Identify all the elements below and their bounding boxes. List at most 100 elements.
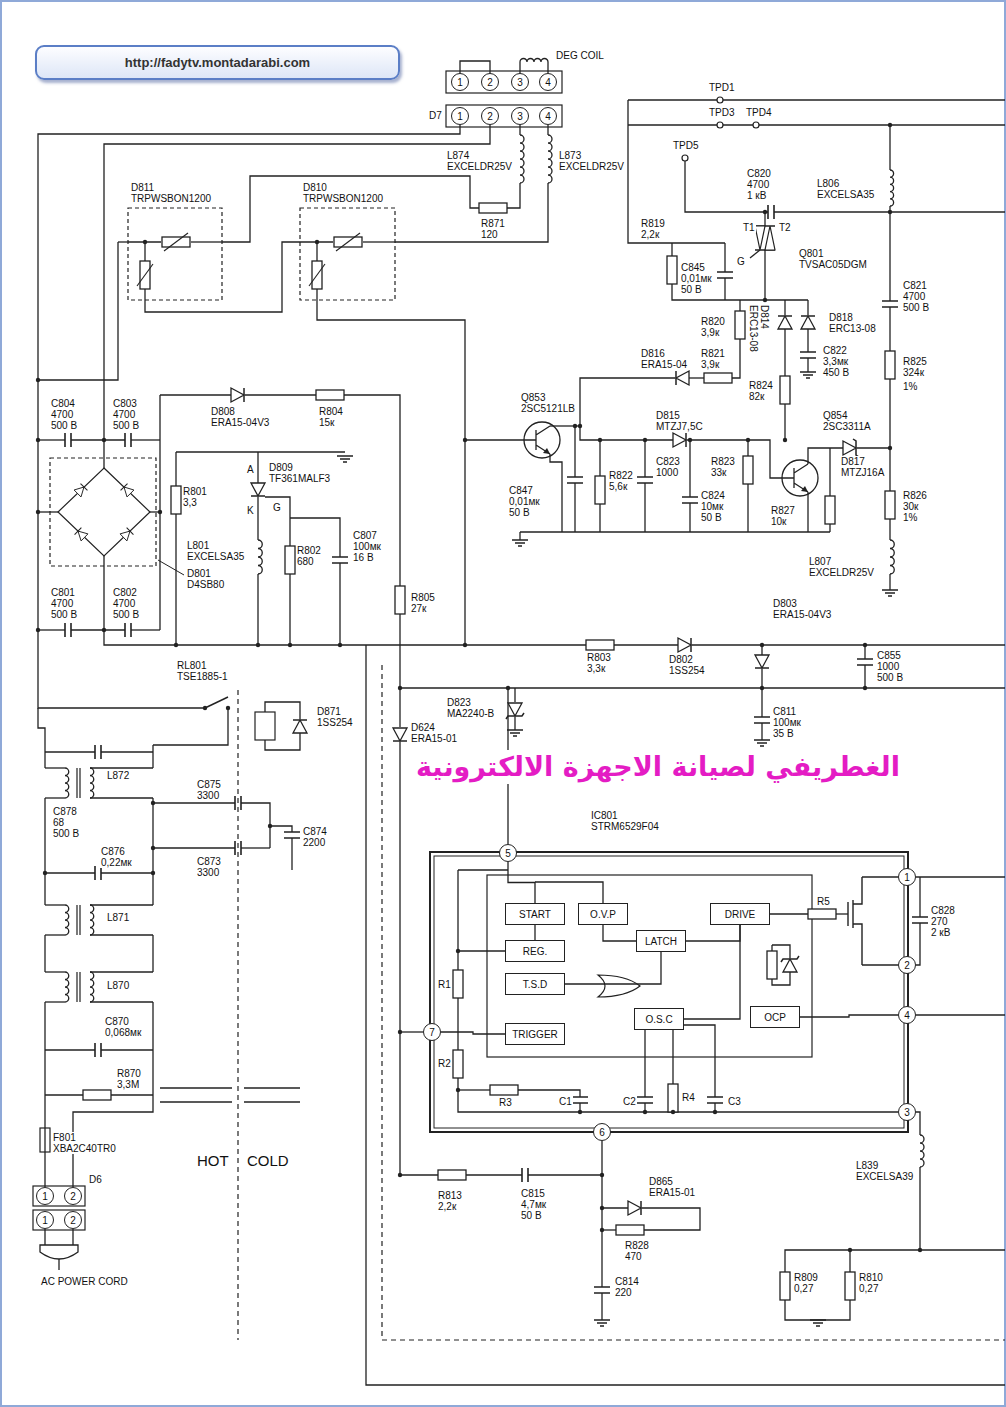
part-label: T2 <box>778 222 792 233</box>
wire <box>747 440 748 456</box>
wire <box>45 934 65 935</box>
wire <box>38 439 65 440</box>
wire <box>44 1128 45 1152</box>
junction-dot <box>338 643 342 647</box>
node-text: http://fadytv.montadarabi.com <box>125 55 310 70</box>
diode-symbol <box>843 439 859 457</box>
part-label: D7 <box>428 110 443 121</box>
part-label: R824 <box>748 380 774 391</box>
part-label: R803 <box>586 652 612 663</box>
junction-dot <box>643 438 647 442</box>
wire <box>344 395 400 586</box>
part-label: 68 <box>52 817 65 828</box>
resistor-symbol <box>668 1084 678 1112</box>
wire <box>399 614 400 727</box>
part-label: EXCELDR25V <box>808 567 875 578</box>
wire <box>689 440 690 497</box>
part-label: 500 В <box>50 609 78 620</box>
diode-symbol <box>293 720 307 733</box>
wire <box>599 440 600 476</box>
wire <box>73 1002 153 1187</box>
junction-dot <box>256 643 260 647</box>
wire <box>601 1208 602 1287</box>
wire <box>152 798 153 905</box>
diode-bar <box>243 388 245 402</box>
capacitor-symbol <box>65 433 71 447</box>
wire <box>58 1259 59 1270</box>
coil-symbol <box>548 135 552 183</box>
part-label: 2 кВ <box>930 927 951 938</box>
diode-body <box>120 528 133 541</box>
part-label: L870 <box>106 980 130 991</box>
component-outline <box>50 458 156 566</box>
watermark: الغطريفي لصيانة الاجهزة الالكترونية <box>415 750 901 784</box>
diode-bar <box>127 528 134 535</box>
part-label: TVSAC05DGM <box>798 259 868 270</box>
wire <box>507 183 520 208</box>
ic-block: DRIVE <box>710 903 770 925</box>
capacitor-symbol <box>522 1168 528 1182</box>
connector-wire <box>441 1032 505 1034</box>
node-text: 5 <box>505 848 511 859</box>
wire <box>257 574 258 645</box>
wire <box>44 1152 45 1187</box>
part-label: C814 <box>614 1276 640 1287</box>
diode-bar <box>121 484 128 491</box>
part-label: C847 <box>508 485 534 496</box>
diode-bar <box>685 433 687 447</box>
part-label: F801 <box>52 1132 77 1143</box>
part-label: 3,3мк <box>822 356 849 367</box>
junction-dot <box>268 824 272 828</box>
capacitor-symbol <box>707 1097 723 1103</box>
wire <box>90 767 153 768</box>
node-text: LATCH <box>645 936 677 947</box>
wire <box>628 99 1005 100</box>
part-label: L874 <box>446 150 470 161</box>
part-label: 3,3M <box>116 1079 140 1090</box>
capacitor-symbol <box>637 477 653 483</box>
wire <box>628 100 725 243</box>
wire <box>514 717 515 730</box>
part-label: 500 В <box>52 828 80 839</box>
test-point <box>682 155 688 161</box>
part-label: L871 <box>106 912 130 923</box>
part-label: 0,068мк <box>104 1027 142 1038</box>
coil-symbol <box>920 1135 924 1167</box>
part-label: C1 <box>558 1096 573 1107</box>
wire <box>90 904 153 905</box>
part-label: 4,7мк <box>520 1199 547 1210</box>
resistor-symbol <box>825 496 835 524</box>
pin-circle: 4 <box>539 73 557 91</box>
wire <box>785 1167 920 1272</box>
ic-block: T.S.D <box>505 973 565 995</box>
junction-dot <box>463 438 467 442</box>
part-label: G <box>736 256 746 267</box>
junction-dot <box>600 1228 604 1232</box>
wire <box>90 971 153 972</box>
wire <box>528 1174 602 1175</box>
diode-symbol <box>75 528 88 541</box>
part-label: ERC13-08 <box>748 304 759 353</box>
capacitor-symbol <box>95 1043 101 1057</box>
wire <box>628 124 1005 125</box>
part-label: C815 <box>520 1188 546 1199</box>
outline-box <box>487 875 812 1057</box>
junction-dot <box>288 643 292 647</box>
junction-dot <box>600 1173 604 1177</box>
part-label: 220 <box>614 1287 633 1298</box>
part-label: 470 <box>624 1251 643 1262</box>
wire <box>614 644 678 645</box>
wire <box>289 574 290 645</box>
resistor-symbol <box>479 203 507 213</box>
diode-symbol <box>678 638 691 652</box>
pin-circle: 5 <box>499 844 517 862</box>
pin-circle: 1 <box>898 868 916 886</box>
junction-dot <box>456 949 460 953</box>
outline-box <box>40 1128 50 1152</box>
part-label: 270 <box>930 916 949 927</box>
capacitor-symbol <box>95 866 101 880</box>
diode-body <box>75 528 88 541</box>
wire <box>808 448 843 464</box>
pin-circle: 2 <box>64 1211 82 1229</box>
